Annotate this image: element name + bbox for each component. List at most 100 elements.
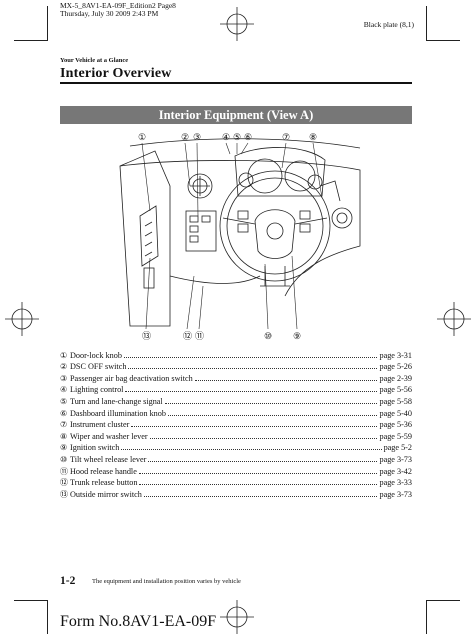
item-page-ref: page 5-40 bbox=[379, 408, 412, 418]
crop-mark-top-left-h bbox=[14, 40, 48, 41]
crop-mark-top-right-h bbox=[426, 40, 460, 41]
plate-label: Black plate (8,1) bbox=[363, 20, 414, 29]
registration-mark-right bbox=[437, 302, 471, 336]
crop-mark-bottom-left-h bbox=[14, 600, 48, 601]
callout-2: ② bbox=[181, 132, 189, 142]
page-title: Interior Overview bbox=[60, 66, 172, 81]
item-number: ① bbox=[60, 350, 68, 360]
dot-leader bbox=[131, 426, 378, 428]
crop-mark-bottom-right-v bbox=[426, 600, 427, 634]
left-vent bbox=[187, 173, 213, 199]
dot-leader bbox=[139, 484, 378, 486]
dot-leader bbox=[128, 368, 378, 370]
item-label: Tilt wheel release lever bbox=[70, 454, 147, 464]
registration-mark-left bbox=[5, 302, 39, 336]
item-page-ref: page 2-39 bbox=[379, 373, 412, 383]
item-number: ⑬ bbox=[60, 489, 68, 499]
dot-leader bbox=[143, 495, 378, 497]
interior-illustration: ① ② ③ ④ ⑤ ⑥ ⑦ ⑧ ⑬ ⑫ ⑪ ⑩ ⑨ bbox=[119, 132, 361, 341]
item-page-ref: page 3-73 bbox=[379, 489, 412, 499]
instrument-hood bbox=[234, 147, 326, 197]
dot-leader bbox=[138, 472, 378, 474]
item-label: Wiper and washer lever bbox=[70, 431, 148, 441]
mirror-switch-shape bbox=[143, 267, 155, 289]
item-page-ref: page 5-59 bbox=[379, 431, 412, 441]
form-number: Form No.8AV1-EA-09F bbox=[60, 613, 217, 630]
item-page-ref: page 5-56 bbox=[379, 385, 412, 395]
dashboard-outline bbox=[119, 160, 361, 297]
item-label: Outside mirror switch bbox=[70, 489, 142, 499]
item-page-ref: page 5-2 bbox=[383, 443, 412, 453]
callout-5: ⑤ bbox=[233, 132, 241, 142]
item-page-ref: page 5-58 bbox=[379, 396, 412, 406]
callout-3: ③ bbox=[193, 132, 201, 142]
top-callouts: ① ② ③ ④ ⑤ ⑥ ⑦ ⑧ bbox=[138, 132, 317, 142]
callout-7: ⑦ bbox=[282, 132, 290, 142]
item-number: ② bbox=[60, 362, 68, 372]
item-number: ⑥ bbox=[60, 408, 68, 418]
item-label: Instrument cluster bbox=[70, 420, 130, 430]
callout-13: ⑬ bbox=[142, 331, 151, 341]
speedometer-gauge bbox=[284, 160, 316, 192]
item-label: Ignition switch bbox=[70, 443, 120, 453]
item-number: ⑩ bbox=[60, 454, 68, 464]
windshield-line bbox=[129, 138, 361, 149]
dot-leader bbox=[125, 391, 378, 393]
title-rule bbox=[60, 82, 412, 84]
callout-6: ⑥ bbox=[244, 132, 252, 142]
dot-leader bbox=[164, 402, 378, 404]
item-label: Door-lock knob bbox=[70, 350, 122, 360]
item-page-ref: page 3-33 bbox=[379, 478, 412, 488]
callout-1: ① bbox=[138, 132, 146, 142]
section-label: Your Vehicle at a Glance bbox=[60, 57, 129, 64]
callout-12: ⑫ bbox=[183, 331, 192, 341]
item-number: ⑫ bbox=[60, 478, 68, 488]
item-page-ref: page 5-26 bbox=[379, 362, 412, 372]
registration-mark-top bbox=[220, 7, 254, 41]
callout-10: ⑩ bbox=[264, 331, 272, 341]
dot-leader bbox=[148, 460, 378, 462]
item-page-ref: page 3-73 bbox=[379, 454, 412, 464]
item-number: ⑪ bbox=[60, 466, 68, 476]
crop-mark-bottom-right-h bbox=[426, 600, 460, 601]
item-number: ④ bbox=[60, 385, 68, 395]
right-vent bbox=[331, 207, 353, 229]
item-label: Lighting control bbox=[70, 385, 124, 395]
dash-lower bbox=[169, 275, 261, 284]
item-page-ref: page 3-42 bbox=[379, 466, 412, 476]
item-label: Dashboard illumination knob bbox=[70, 408, 166, 418]
item-number: ⑧ bbox=[60, 431, 68, 441]
registration-mark-bottom bbox=[220, 600, 254, 634]
interior-diagram: ① ② ③ ④ ⑤ ⑥ ⑦ ⑧ ⑬ ⑫ ⑪ ⑩ ⑨ bbox=[60, 126, 412, 344]
callout-9: ⑨ bbox=[293, 331, 301, 341]
leader-lines bbox=[141, 142, 323, 330]
steering-wheel bbox=[219, 170, 331, 282]
dot-leader bbox=[194, 379, 378, 381]
banner-title: Interior Equipment (View A) bbox=[60, 106, 412, 124]
callout-4: ④ bbox=[222, 132, 230, 142]
steering-hub bbox=[254, 209, 296, 259]
print-header: MX-5_8AV1-EA-09F_Edition2 Page8 Thursday… bbox=[60, 2, 176, 18]
crop-mark-top-left-v bbox=[47, 6, 48, 40]
dot-leader bbox=[167, 414, 378, 416]
item-number: ⑦ bbox=[60, 420, 68, 430]
print-header-line2: Thursday, July 30 2009 2:43 PM bbox=[60, 9, 159, 18]
bottom-callouts: ⑬ ⑫ ⑪ ⑩ ⑨ bbox=[142, 331, 301, 341]
item-number: ⑨ bbox=[60, 443, 68, 453]
footer-note: The equipment and installation position … bbox=[92, 578, 241, 585]
item-number: ⑤ bbox=[60, 396, 68, 406]
item-number: ③ bbox=[60, 373, 68, 383]
page-number: 1-2 bbox=[60, 575, 76, 587]
door-handle bbox=[139, 205, 159, 267]
tachometer-gauge bbox=[247, 158, 283, 194]
